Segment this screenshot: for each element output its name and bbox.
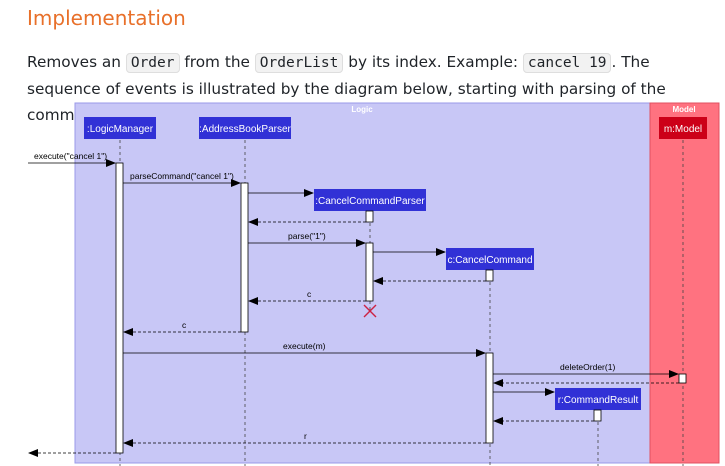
- activation-cancel-command-parser-2: [365, 242, 374, 302]
- return-c-label-1: c: [307, 289, 312, 299]
- cancel-command-parser-box: [314, 189, 426, 211]
- activation-cancel-command-2: [485, 352, 494, 444]
- paragraph-text-3: by its index. Example:: [343, 53, 523, 71]
- msg-parse-label: parse("1"): [288, 231, 326, 241]
- model-label: m:Model: [664, 124, 702, 135]
- code-order: Order: [125, 53, 180, 73]
- activation-command-result: [593, 409, 602, 422]
- model-box: [659, 117, 707, 139]
- code-example-command: cancel 19: [522, 53, 612, 73]
- activation-cancel-command-parser-1: [365, 210, 374, 223]
- activation-logic-manager: [115, 162, 124, 454]
- logic-frame-label: Logic: [351, 105, 373, 114]
- command-result-label: r:CommandResult: [558, 395, 639, 406]
- logic-manager-label: :LogicManager: [87, 124, 154, 135]
- msg-delete-order-label: deleteOrder(1): [560, 362, 615, 372]
- model-frame-label: Model: [672, 105, 695, 114]
- command-result-box: [555, 388, 641, 410]
- msg-execute-m-label: execute(m): [283, 341, 326, 351]
- logic-manager-box: [84, 117, 156, 139]
- logic-frame: [74, 102, 651, 464]
- address-book-parser-label: :AddressBookParser: [199, 124, 291, 135]
- return-r-label: r: [304, 431, 307, 441]
- code-orderlist: OrderList: [254, 53, 344, 73]
- section-heading: Implementation: [27, 6, 186, 30]
- cancel-command-parser-label: :CancelCommandParser: [315, 196, 425, 207]
- msg-parse-command-label: parseCommand("cancel 1"): [130, 171, 234, 181]
- activation-cancel-command-1: [485, 269, 494, 282]
- address-book-parser-box: [199, 117, 291, 139]
- msg-execute-label: execute("cancel 1"): [34, 151, 107, 161]
- cancel-command-box: [446, 248, 534, 270]
- paragraph-text-1: Removes an: [27, 53, 126, 71]
- destroy-x-icon: [363, 304, 377, 318]
- activation-model: [678, 373, 687, 384]
- cancel-command-label: c:CancelCommand: [447, 255, 532, 266]
- activation-address-book-parser: [240, 182, 249, 333]
- model-frame: [649, 102, 720, 464]
- paragraph-text-2: from the: [179, 53, 255, 71]
- return-c-label-2: c: [182, 320, 187, 330]
